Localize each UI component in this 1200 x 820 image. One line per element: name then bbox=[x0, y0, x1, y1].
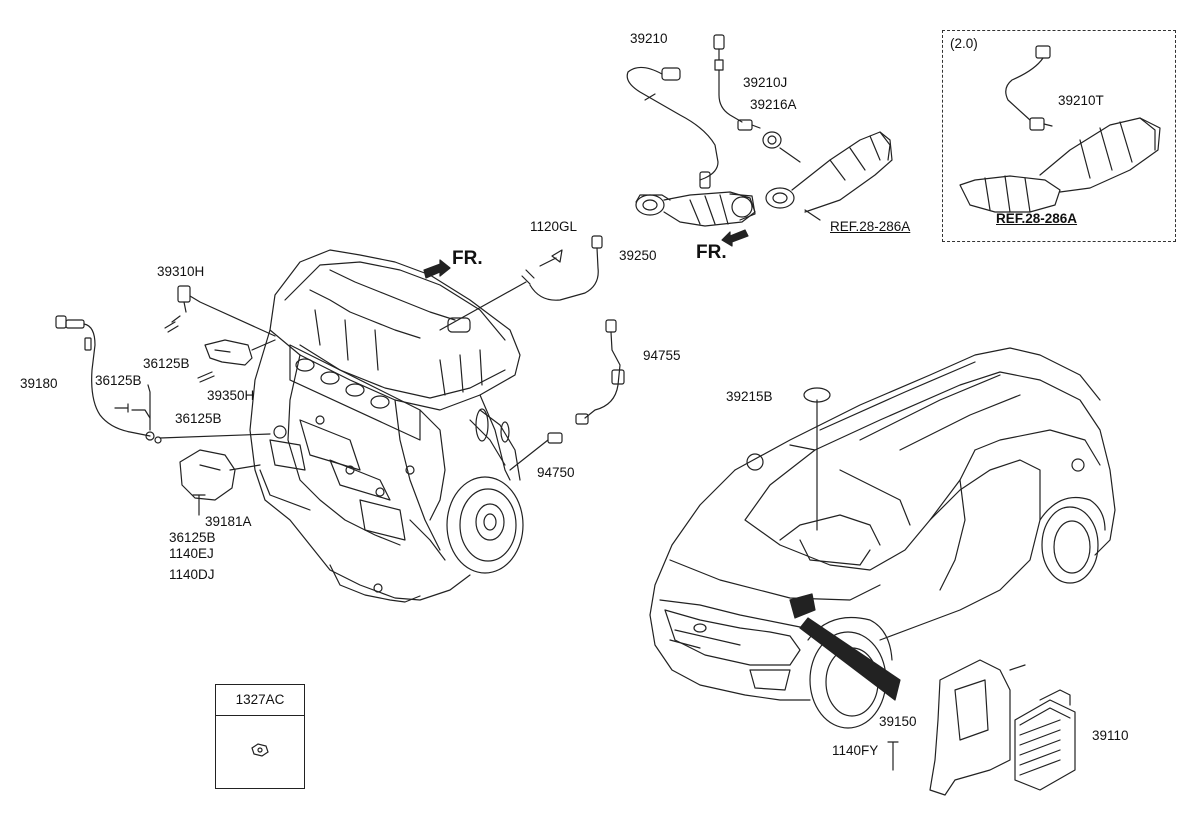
engine-block-drawing bbox=[249, 249, 524, 603]
ecu-bracket-39150-drawing bbox=[929, 659, 1026, 796]
ecu-39110-drawing bbox=[1014, 689, 1076, 791]
catalytic-converter-drawing bbox=[765, 131, 893, 221]
part-label-94755: 94755 bbox=[643, 348, 681, 363]
inset-title: (2.0) bbox=[950, 36, 978, 51]
part-label-1140EJ: 1140EJ bbox=[169, 546, 214, 561]
part-label-36125B-a: 36125B bbox=[143, 356, 190, 371]
front-marker-engine: FR. bbox=[452, 248, 483, 269]
reference-link-main[interactable]: REF.28-286A bbox=[830, 219, 911, 234]
front-arrow-engine bbox=[423, 259, 451, 279]
part-label-39350H: 39350H bbox=[207, 388, 255, 403]
boxed-part-code: 1327AC bbox=[216, 685, 304, 716]
part-label-36125B-c: 36125B bbox=[175, 411, 222, 426]
part-label-36125B-d: 36125B bbox=[169, 530, 216, 545]
oxygen-sensor-39180-drawing bbox=[55, 315, 271, 444]
bolt-36125B-a-drawing bbox=[164, 315, 181, 333]
part-label-39310H: 39310H bbox=[157, 264, 205, 279]
part-label-39181A: 39181A bbox=[205, 514, 252, 529]
front-arrow-exhaust bbox=[721, 229, 749, 247]
bolt-1140FY-drawing bbox=[887, 741, 899, 771]
sensor-94755-drawing bbox=[575, 319, 625, 425]
vehicle-drawing bbox=[649, 347, 1116, 729]
part-label-39215B: 39215B bbox=[726, 389, 773, 404]
part-label-39110: 39110 bbox=[1092, 728, 1129, 743]
sensor-39250-drawing bbox=[439, 235, 603, 331]
gasket-39216A-drawing bbox=[762, 131, 782, 149]
part-label-1120GL: 1120GL bbox=[530, 219, 578, 234]
sensor-94750-drawing bbox=[509, 432, 563, 471]
part-label-39210: 39210 bbox=[630, 31, 668, 46]
rear-oxygen-sensor-39210J-drawing bbox=[713, 34, 761, 131]
inset-box-2-0 bbox=[942, 30, 1176, 242]
front-marker-exhaust: FR. bbox=[696, 242, 727, 263]
shield-39181A-drawing bbox=[179, 449, 261, 501]
part-label-36125B-b: 36125B bbox=[95, 373, 142, 388]
front-oxygen-sensor-39210-drawing bbox=[626, 66, 719, 189]
part-label-94750: 94750 bbox=[537, 465, 575, 480]
part-label-39180: 39180 bbox=[20, 376, 58, 391]
part-label-39210J: 39210J bbox=[743, 75, 788, 90]
part-label-39210T: 39210T bbox=[1058, 93, 1104, 108]
part-label-1140FY: 1140FY bbox=[832, 743, 879, 758]
part-label-1140DJ: 1140DJ bbox=[169, 567, 215, 582]
part-label-39250: 39250 bbox=[619, 248, 657, 263]
nut-1327AC-drawing bbox=[251, 743, 269, 757]
bolt-36125B-c-drawing bbox=[114, 403, 151, 419]
inset-exhaust-drawing bbox=[959, 45, 1161, 213]
part-label-39150: 39150 bbox=[879, 714, 917, 729]
crank-position-sensor-drawing bbox=[177, 285, 276, 337]
bracket-39350H-drawing bbox=[204, 339, 276, 366]
bolt-36125B-b-drawing bbox=[197, 371, 215, 383]
boxed-part-1327AC: 1327AC bbox=[215, 684, 305, 789]
bolt-36125B-d-drawing bbox=[192, 494, 206, 516]
reference-link-inset[interactable]: REF.28-286A bbox=[996, 211, 1078, 226]
front-manifold-drawing bbox=[635, 191, 756, 227]
part-label-39216A: 39216A bbox=[750, 97, 797, 112]
